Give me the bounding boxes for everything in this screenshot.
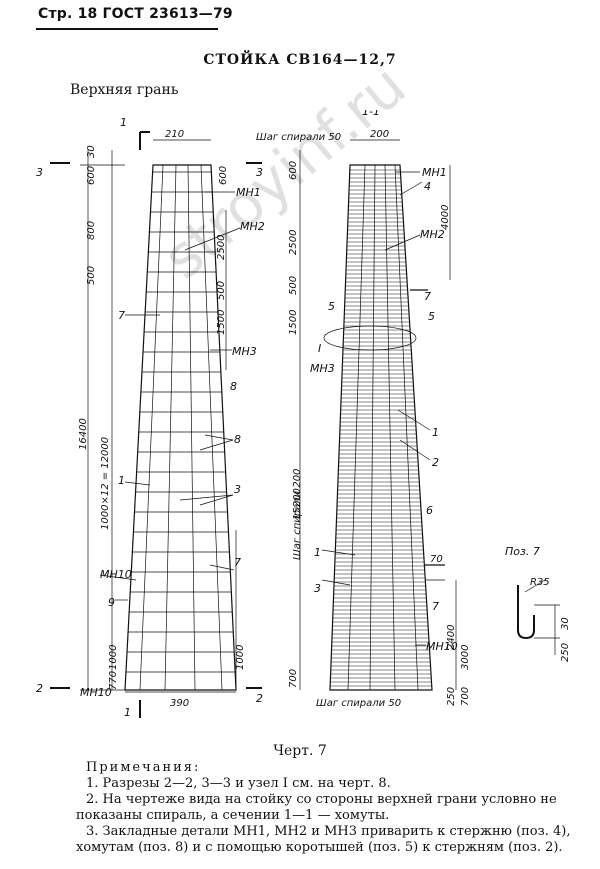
label-pos2: 2: [432, 456, 439, 469]
dim-600-section: 600: [288, 161, 299, 180]
label-mn10-top: МН10: [100, 568, 132, 581]
view-subtitle: Верхняя грань: [70, 82, 179, 98]
technical-drawing: 210 390 16400 1000×12 = 12000 30 600 800…: [36, 110, 571, 719]
dim-3000: 3000: [460, 645, 471, 670]
dim-rung-height: 1000×12 = 12000: [100, 437, 111, 530]
note-1: 1. Разрезы 2—2, 3—3 и узел I см. на черт…: [86, 776, 391, 791]
label-pos4: 4: [424, 180, 431, 193]
section-mark-3-left: 3: [36, 166, 43, 179]
dim-250-poz7: 250: [560, 643, 571, 662]
label-pos7-lower: 7: [234, 556, 241, 569]
label-pos5-left: 5: [328, 300, 335, 313]
notes-block: Примечания: 1. Разрезы 2—2, 3—3 и узел I…: [76, 760, 586, 856]
dim-600-right: 600: [218, 166, 229, 185]
left-column-view: [50, 131, 262, 718]
label-pos1-section: 1: [314, 546, 321, 559]
label-pos3-section: 3: [314, 582, 321, 595]
dim-600: 600: [86, 166, 97, 185]
notes-heading: Примечания:: [86, 760, 201, 775]
dim-1500-section: 1500: [288, 310, 299, 335]
label-pos7-bottom: 7: [432, 600, 439, 613]
label-mn1: МН1: [236, 186, 261, 199]
label-mn2: МН2: [240, 220, 265, 233]
dim-1500: 1500: [216, 310, 227, 335]
label-pos7-left: 7: [118, 309, 125, 322]
section-title-1-1: 1-1: [362, 110, 380, 118]
label-pos8-a: 8: [230, 380, 237, 393]
left-rungs: [125, 171, 236, 673]
dim-total-height: 16400: [78, 418, 89, 450]
dim-800: 800: [86, 221, 97, 240]
section-spiral-hatch: [330, 169, 432, 687]
section-mark-2-left: 2: [36, 682, 43, 695]
dim-1000b: 1000: [235, 645, 246, 670]
dim-700: 700: [288, 669, 299, 688]
dim-section-width: 200: [370, 129, 389, 140]
label-mn3: МН3: [232, 345, 257, 358]
dim-30: 30: [86, 145, 97, 158]
dim-2400: 2400: [446, 625, 457, 650]
note-3: 3. Закладные детали МН1, МН2 и МН3 прива…: [76, 824, 571, 855]
pos7-detail: [517, 579, 560, 655]
label-poz7-title: Поз. 7: [505, 545, 540, 558]
dim-70: 70: [430, 554, 443, 565]
label-pos1-left: 1: [118, 474, 125, 487]
section-mark-1-bottom: 1: [124, 706, 131, 719]
dim-pitch-top: Шаг спирали 50: [256, 132, 341, 143]
figure-caption: Черт. 7: [273, 743, 327, 759]
dim-4000: 4000: [440, 205, 451, 230]
section-view: [299, 139, 457, 691]
page-header: Стр. 18 ГОСТ 23613—79: [38, 6, 233, 22]
label-pos1-right: 1: [432, 426, 439, 439]
header-underline: [36, 28, 218, 30]
dim-500a: 500: [86, 266, 97, 285]
label-mn10-section: МН10: [426, 640, 458, 653]
dim-bottom-width: 390: [170, 698, 189, 709]
section-mark-3-right: 3: [256, 166, 263, 179]
label-pos7-section: 7: [424, 290, 431, 303]
label-node-i: I: [318, 342, 321, 355]
label-mn1-section: МН1: [422, 166, 447, 179]
label-pos5-right: 5: [428, 310, 435, 323]
dim-250: 250: [446, 687, 457, 706]
drawing-title: СТОЙКА СВ164—12,7: [203, 52, 397, 68]
dim-pitch-bottom: Шаг спирали 50: [316, 698, 401, 709]
dim-1000a: 1000: [108, 645, 119, 670]
dim-2500-section: 2500: [288, 230, 299, 255]
dim-r35: R35: [530, 577, 550, 588]
dim-770: 770: [108, 671, 119, 690]
label-mn10-bottom: МН10: [80, 686, 112, 699]
label-mn3-section: МН3: [310, 362, 335, 375]
section-mark-1-top: 1: [120, 116, 127, 129]
dim-2500: 2500: [216, 235, 227, 260]
label-pos8-b: 8: [234, 433, 241, 446]
dim-pitch-mid: Шаг спирали 200: [292, 469, 303, 560]
dim-500b: 500: [216, 281, 227, 300]
note-2: 2. На чертеже вида на стойку со стороны …: [76, 792, 557, 823]
dim-top-width: 210: [165, 129, 184, 140]
dim-30-poz7: 30: [560, 617, 571, 630]
section-mark-2-right: 2: [256, 692, 263, 705]
label-pos9: 9: [108, 596, 115, 609]
dim-500-section-a: 500: [288, 276, 299, 295]
label-pos6: 6: [426, 504, 433, 517]
label-pos3-left: 3: [234, 483, 241, 496]
label-mn2-section: МН2: [420, 228, 445, 241]
dim-700-right: 700: [460, 687, 471, 706]
dim-15200: 15200: [292, 488, 303, 520]
